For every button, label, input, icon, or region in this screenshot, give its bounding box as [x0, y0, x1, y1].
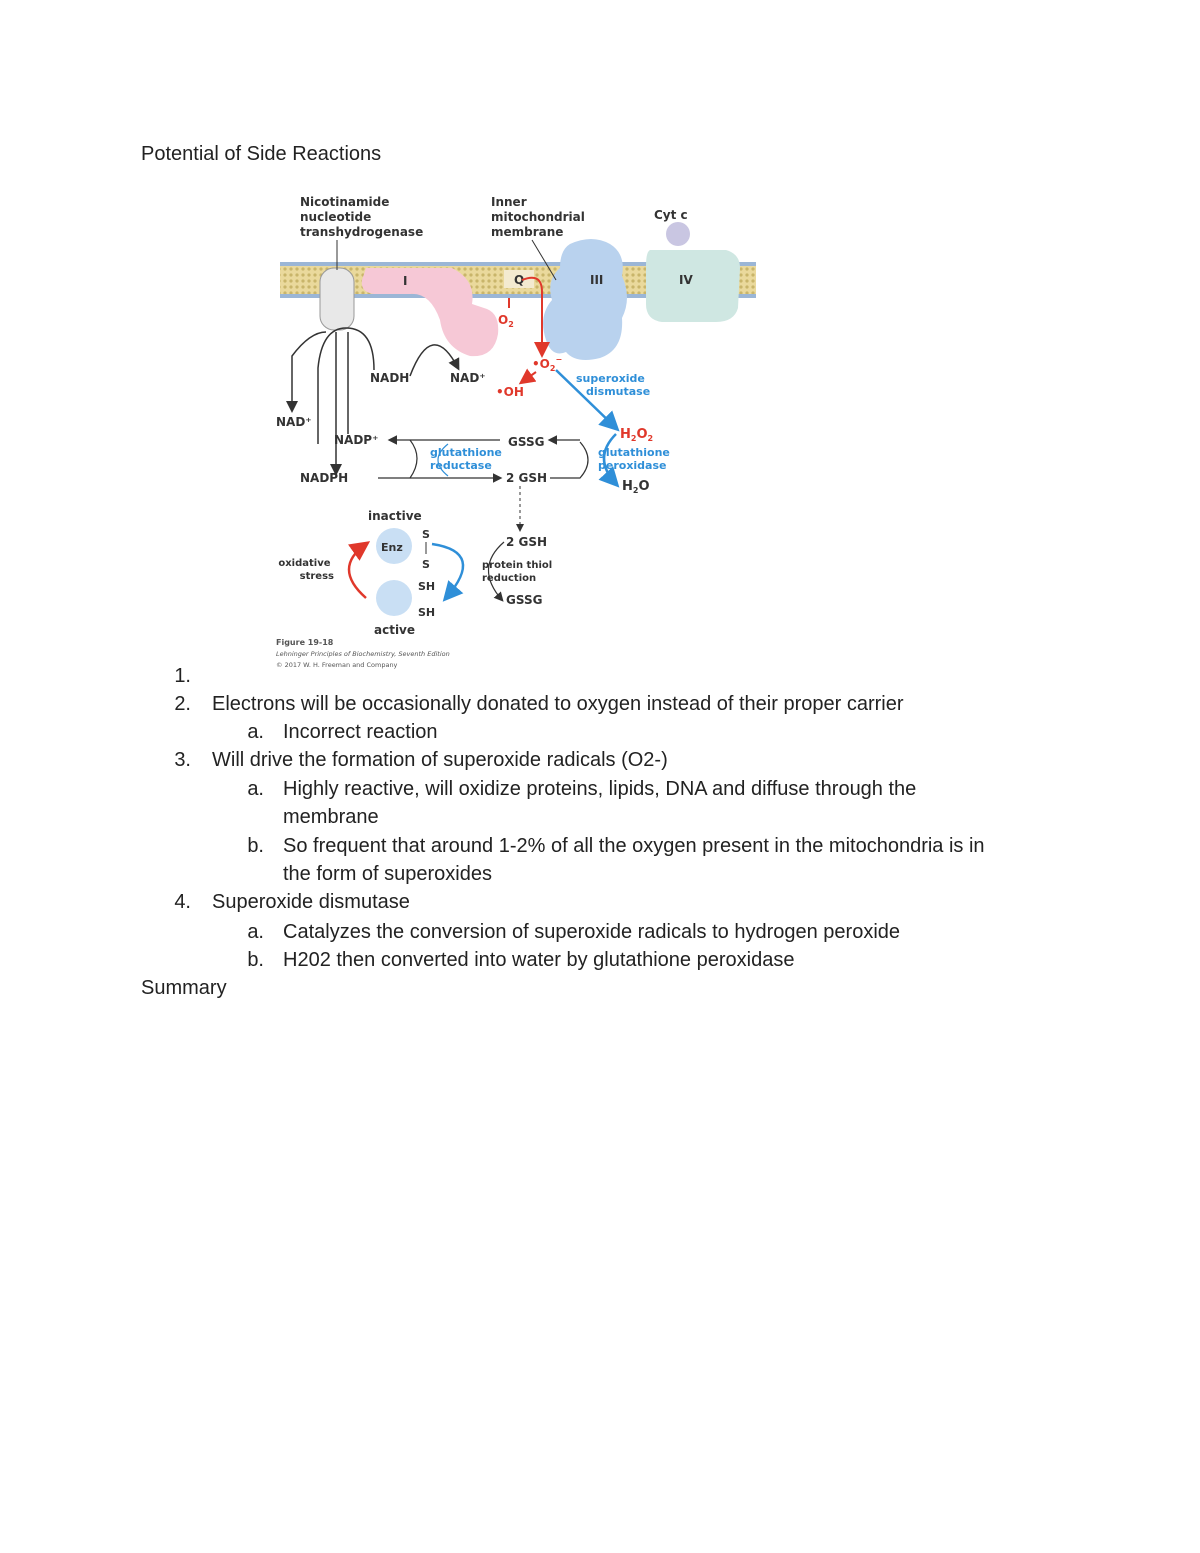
sub-list-text: Highly reactive, will oxidize proteins, …	[283, 776, 916, 802]
mitochondria-ros-figure: Nicotinamide nucleotide transhydrogenase…	[270, 188, 770, 672]
list-text: Electrons will be occasionally donated t…	[212, 691, 903, 717]
label-nadph: NADPH	[300, 471, 348, 485]
list-text: Superoxide dismutase	[212, 889, 410, 915]
label-nadh: NADH	[370, 371, 409, 385]
sub-list-marker: a.	[224, 919, 264, 945]
label-complex-1: I	[403, 274, 407, 288]
section-heading: Potential of Side Reactions	[141, 141, 381, 167]
label-protein-thiol: protein thiol reduction	[482, 560, 556, 584]
figure-caption: Figure 19-18 Lehninger Principles of Bio…	[276, 630, 455, 669]
label-glutathione-peroxidase: glutathione peroxidase	[598, 446, 674, 472]
sub-list-marker: b.	[224, 947, 264, 973]
label-nadp-plus: NADP⁺	[334, 433, 378, 447]
label-nad-plus-left: NAD⁺	[276, 415, 312, 429]
summary-label: Summary	[141, 975, 227, 1001]
list-marker: 4.	[151, 889, 191, 915]
label-sh-bottom: SH	[418, 606, 435, 619]
label-enz: Enz	[381, 541, 403, 554]
sub-list-marker: b.	[224, 833, 264, 859]
list-marker: 1.	[151, 663, 191, 689]
label-h2o: H2O	[622, 479, 650, 495]
label-s-bottom: S	[422, 558, 430, 571]
label-gsh-bottom: 2 GSH	[506, 535, 547, 549]
label-gssg-bottom: GSSG	[506, 593, 542, 607]
label-sod: superoxide dismutase	[576, 372, 650, 398]
list-text: Will drive the formation of superoxide r…	[212, 747, 668, 773]
label-membrane: Inner mitochondrial membrane	[491, 195, 589, 239]
cyt-c-shape	[666, 222, 690, 246]
label-sh-top: SH	[418, 580, 435, 593]
label-complex-3: III	[590, 273, 603, 287]
label-inactive: inactive	[368, 509, 422, 523]
sub-list-text: Incorrect reaction	[283, 719, 438, 745]
label-gsh-top: 2 GSH	[506, 471, 547, 485]
enzyme-active-shape	[376, 580, 412, 616]
sub-list-marker: a.	[224, 776, 264, 802]
sub-list-text: So frequent that around 1-2% of all the …	[283, 833, 985, 859]
label-nad-plus-right: NAD⁺	[450, 371, 486, 385]
label-transhydrogenase: Nicotinamide nucleotide transhydrogenase	[300, 195, 423, 239]
label-cyt-c: Cyt c	[654, 208, 688, 222]
sub-list-marker: a.	[224, 719, 264, 745]
list-marker: 3.	[151, 747, 191, 773]
label-gssg-top: GSSG	[508, 435, 544, 449]
complex-3-shape	[543, 239, 627, 360]
label-oxidative-stress: oxidative stress	[278, 558, 334, 582]
label-complex-4: IV	[679, 273, 693, 287]
sub-list-text: membrane	[283, 804, 379, 830]
sub-list-text: H202 then converted into water by glutat…	[283, 947, 794, 973]
label-glutathione-reductase: glutathione reductase	[430, 446, 506, 472]
label-h2o2: H2O2	[620, 427, 653, 443]
label-hydroxyl: •OH	[496, 385, 524, 399]
label-o2: O2	[498, 313, 514, 329]
label-active: active	[374, 623, 415, 637]
transhydrogenase-protein	[320, 268, 354, 330]
label-s-top: S	[422, 528, 430, 541]
list-marker: 2.	[151, 691, 191, 717]
complex-4-shape	[646, 250, 740, 322]
sub-list-text: the form of superoxides	[283, 861, 492, 887]
figure-svg: Nicotinamide nucleotide transhydrogenase…	[270, 188, 770, 672]
sub-list-text: Catalyzes the conversion of superoxide r…	[283, 919, 900, 945]
